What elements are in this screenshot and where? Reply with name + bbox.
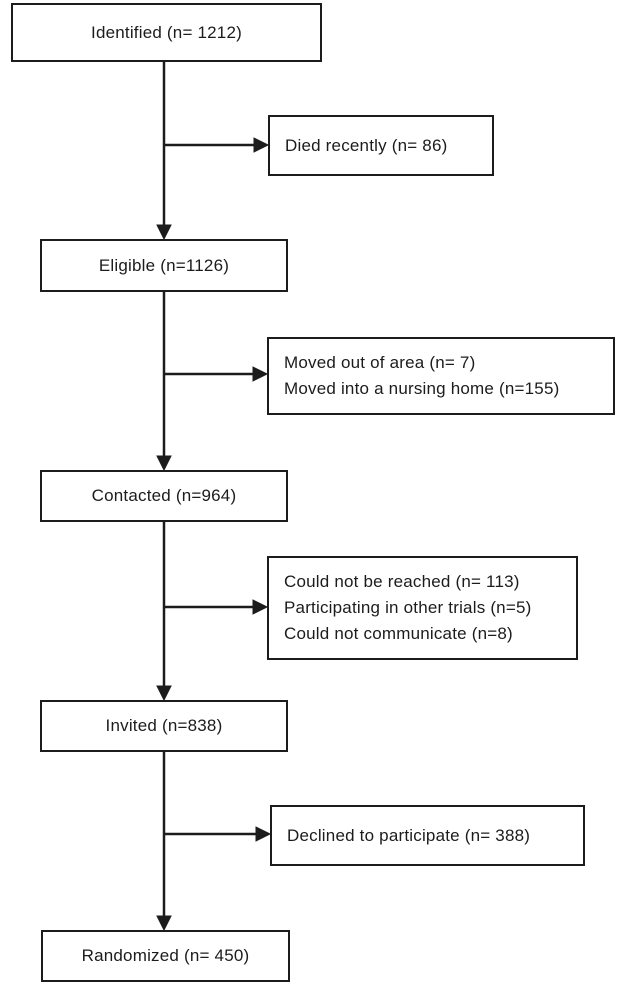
flow-box-label: Identified (n= 1212) [91, 22, 242, 42]
exclusion-box-not-reached: Could not be reached (n= 113) Participat… [267, 556, 578, 660]
arrow-identified-to-eligible [156, 62, 172, 241]
flow-box-identified: Identified (n= 1212) [11, 3, 322, 62]
exclusion-line: Moved out of area (n= 7) [284, 353, 476, 372]
arrow-to-not-reached [164, 599, 269, 615]
flow-box-randomized: Randomized (n= 450) [41, 930, 290, 982]
arrow-to-moved [164, 366, 269, 382]
exclusion-line: Moved into a nursing home (n=155) [284, 379, 560, 398]
exclusion-box-died-recently: Died recently (n= 86) [268, 115, 494, 176]
arrow-to-declined [164, 826, 272, 842]
flow-box-label: Eligible (n=1126) [98, 255, 230, 275]
arrow-contacted-to-invited [156, 522, 172, 702]
arrowhead-right-icon [253, 137, 270, 153]
flow-box-eligible: Eligible (n=1126) [40, 239, 288, 292]
flow-box-contacted: Contacted (n=964) [40, 470, 288, 522]
exclusion-line: Declined to participate (n= 388) [287, 825, 531, 845]
arrowhead-right-icon [252, 599, 269, 615]
exclusion-line: Died recently (n= 86) [285, 135, 448, 155]
arrow-invited-to-randomized [156, 752, 172, 932]
flow-box-label: Contacted (n=964) [91, 486, 237, 505]
arrowhead-right-icon [255, 826, 272, 842]
arrowhead-down-icon [156, 224, 172, 241]
exclusion-box-declined: Declined to participate (n= 388) [270, 805, 585, 866]
flow-box-invited: Invited (n=838) [40, 700, 288, 752]
arrow-eligible-to-contacted [156, 292, 172, 472]
arrowhead-down-icon [156, 685, 172, 702]
arrowhead-right-icon [252, 366, 269, 382]
exclusion-box-moved: Moved out of area (n= 7) Moved into a nu… [267, 337, 615, 415]
arrowhead-down-icon [156, 915, 172, 932]
flow-box-label: Invited (n=838) [105, 716, 223, 735]
exclusion-line: Could not communicate (n=8) [284, 624, 513, 643]
exclusion-line: Participating in other trials (n=5) [284, 598, 532, 617]
arrow-to-died-recently [164, 137, 270, 153]
arrowhead-down-icon [156, 455, 172, 472]
flow-box-label: Randomized (n= 450) [81, 946, 250, 965]
exclusion-line: Could not be reached (n= 113) [284, 572, 520, 591]
